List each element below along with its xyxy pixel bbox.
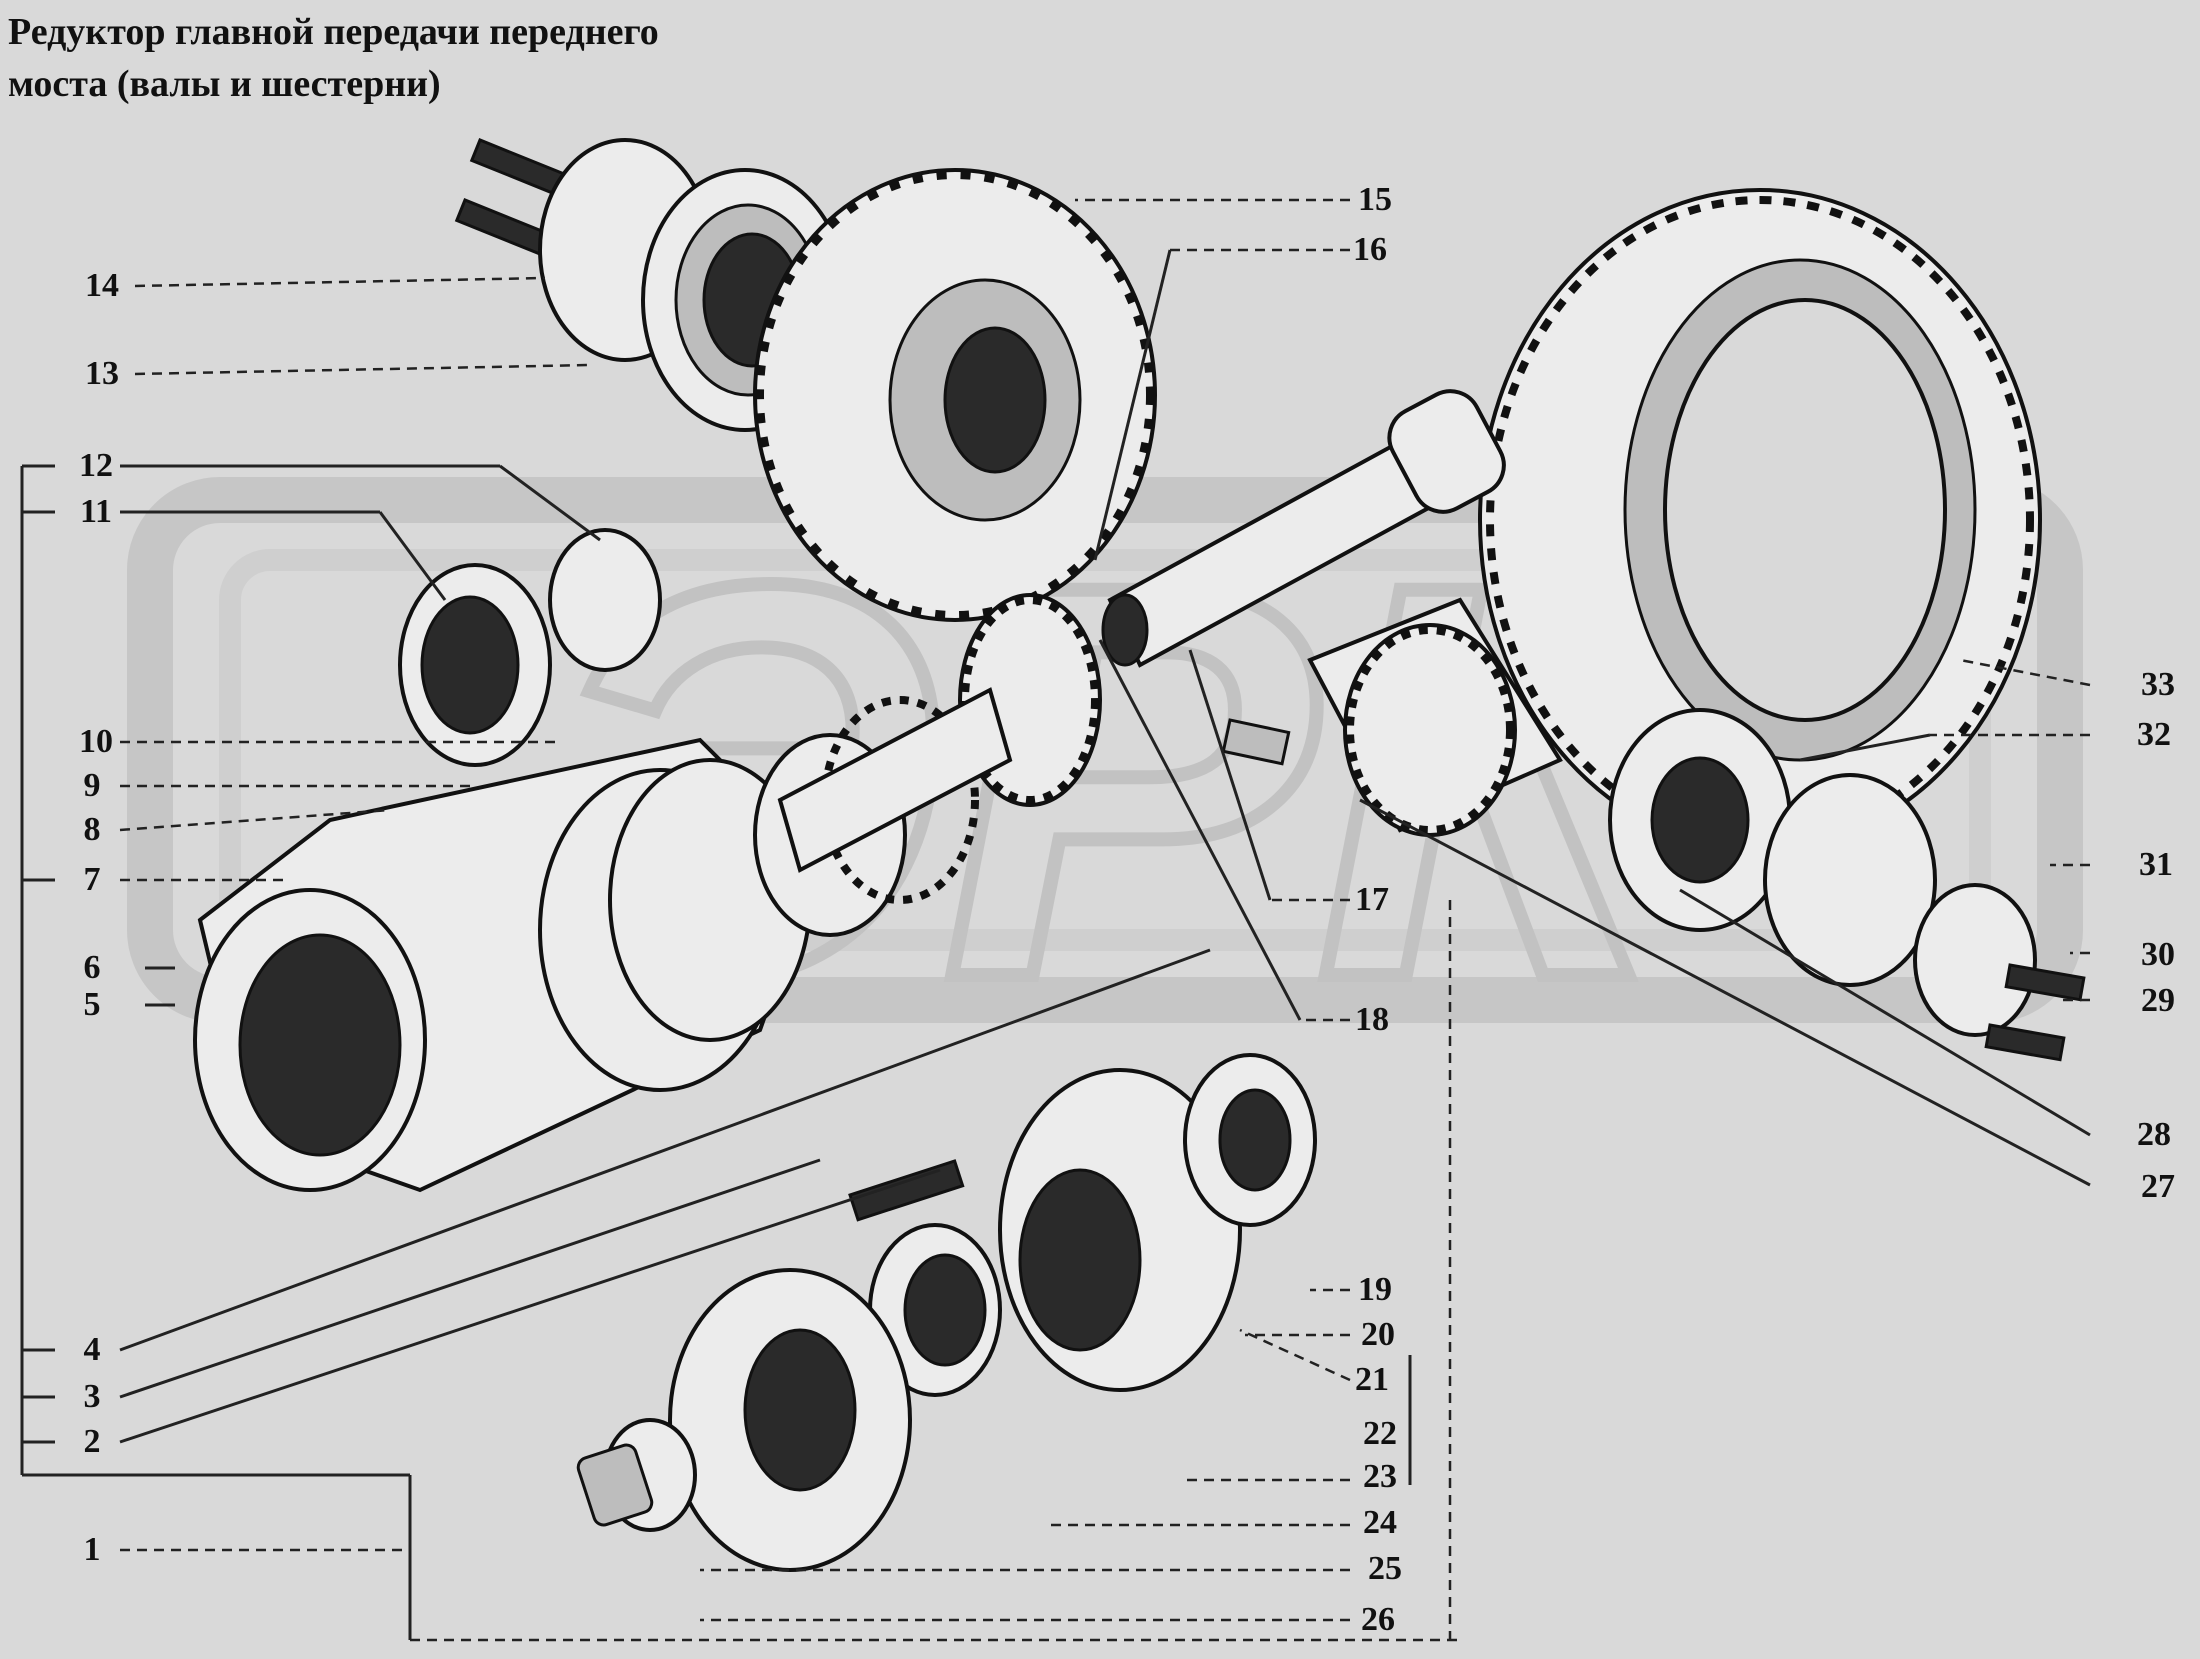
callout-12: 12: [79, 447, 113, 484]
callout-20: 20: [1361, 1316, 1395, 1353]
bearings-31-32: [1608, 708, 2086, 1062]
callout-26: 26: [1361, 1601, 1395, 1638]
title-line-2: моста (валы и шестерни): [8, 63, 441, 105]
callout-25: 25: [1368, 1550, 1402, 1587]
flange-24: [668, 1223, 1002, 1572]
callout-28: 28: [2137, 1116, 2171, 1153]
callout-22: 22: [1363, 1415, 1397, 1452]
callout-6: 6: [83, 949, 101, 986]
nut-25-26: [576, 1418, 697, 1532]
callout-16: 16: [1353, 231, 1387, 268]
sleeve-11-12: [398, 528, 662, 767]
callout-27: 27: [2141, 1168, 2175, 1205]
callout-17: 17: [1355, 881, 1389, 918]
callout-32: 32: [2137, 716, 2171, 753]
bevel-gear-15: [753, 168, 1157, 622]
callout-11: 11: [79, 493, 113, 530]
callout-3: 3: [83, 1378, 101, 1415]
callout-4: 4: [83, 1331, 101, 1368]
title-line-1: Редуктор главной передачи переднего: [8, 11, 659, 53]
callout-19: 19: [1358, 1271, 1392, 1308]
callout-18: 18: [1355, 1001, 1389, 1038]
callout-33: 33: [2141, 666, 2175, 703]
callout-31: 31: [2139, 846, 2173, 883]
drive-gear-shaft: [1221, 597, 1563, 837]
callout-21: 21: [1355, 1361, 1389, 1398]
shaft-16: [1101, 389, 1506, 668]
callout-15: 15: [1358, 181, 1392, 218]
callout-5: 5: [83, 986, 101, 1023]
callout-29: 29: [2141, 982, 2175, 1019]
leader-lines: [20, 198, 2091, 1642]
callout-9: 9: [83, 767, 101, 804]
bearing-13: [538, 138, 849, 432]
callout-30: 30: [2141, 936, 2175, 973]
bolts-14: [454, 138, 566, 257]
callout-24: 24: [1363, 1504, 1397, 1541]
differential-housing: [193, 593, 1102, 1193]
callout-7: 7: [83, 861, 101, 898]
callout-23: 23: [1363, 1458, 1397, 1495]
callout-14: 14: [85, 267, 119, 304]
carrier-19-21: [848, 1053, 1317, 1392]
callout-2: 2: [83, 1423, 101, 1460]
callout-13: 13: [85, 355, 119, 392]
diagram-title: Редуктор главной передачи переднего мост…: [8, 6, 1008, 110]
callout-1: 1: [83, 1531, 101, 1568]
callout-8: 8: [83, 811, 101, 848]
callout-10: 10: [79, 723, 113, 760]
